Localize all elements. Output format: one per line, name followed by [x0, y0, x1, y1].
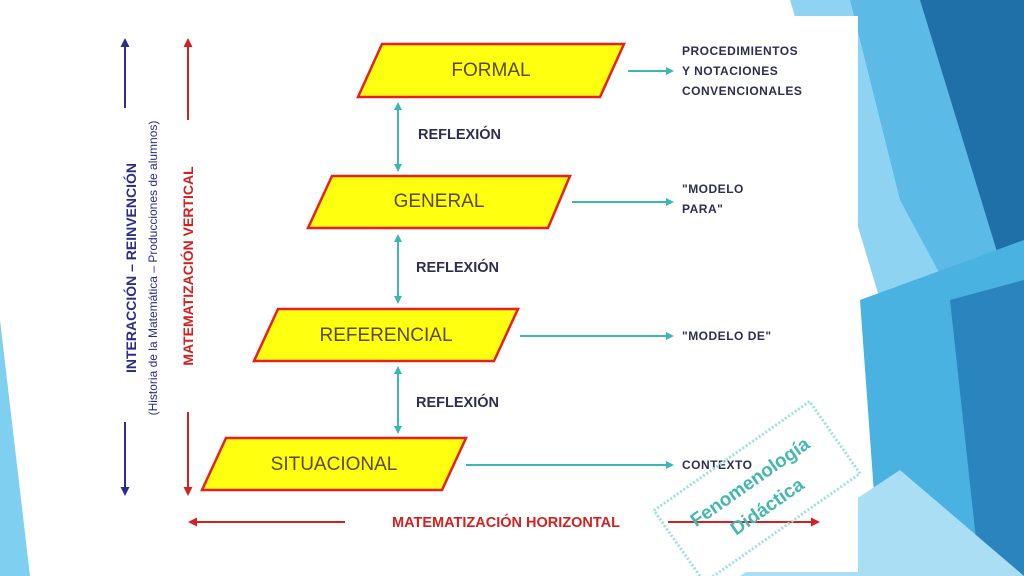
- interaction-axis: INTERACCIÓN – REINVENCIÓN (Historia de l…: [120, 38, 160, 496]
- level-label: FORMAL: [451, 60, 530, 81]
- level-situacional: SITUACIONAL: [200, 436, 468, 492]
- interaction-sublabel: (Historia de la Matemática – Produccione…: [146, 121, 160, 416]
- level-referencial: REFERENCIAL: [252, 307, 520, 363]
- reflection-3: REFLEXIÓN: [394, 366, 499, 434]
- reflection-label: REFLEXIÓN: [416, 393, 499, 411]
- output-line: PARA": [682, 202, 723, 216]
- reflection-label: REFLEXIÓN: [418, 125, 501, 143]
- vertical-mathematization-axis: MATEMATIZACIÓN VERTICAL: [179, 38, 196, 496]
- level-label: SITUACIONAL: [271, 454, 398, 475]
- output-line: "MODELO: [682, 182, 744, 196]
- reflection-2: REFLEXIÓN: [394, 234, 499, 304]
- reflection-label: REFLEXIÓN: [416, 258, 499, 276]
- output-line: Y NOTACIONES: [682, 64, 778, 78]
- output-formal: PROCEDIMIENTOS Y NOTACIONES CONVENCIONAL…: [628, 44, 802, 98]
- reflection-1: REFLEXIÓN: [394, 102, 501, 172]
- interaction-label: INTERACCIÓN – REINVENCIÓN: [122, 163, 139, 373]
- output-line: CONVENCIONALES: [682, 84, 802, 98]
- level-shape: [252, 307, 520, 363]
- level-shape: [306, 174, 572, 230]
- level-label: REFERENCIAL: [319, 325, 452, 346]
- deco-left-corner: [0, 320, 30, 576]
- vertical-mathematization-label: MATEMATIZACIÓN VERTICAL: [179, 166, 196, 366]
- level-shape: [356, 42, 626, 99]
- output-general: "MODELO PARA": [572, 182, 744, 216]
- level-general: GENERAL: [306, 174, 572, 230]
- level-formal: FORMAL: [356, 42, 626, 99]
- output-line: PROCEDIMIENTOS: [682, 44, 798, 58]
- stamp-border: [651, 399, 863, 576]
- horizontal-mathematization-label: MATEMATIZACIÓN HORIZONTAL: [392, 513, 620, 531]
- output-line: "MODELO DE": [682, 329, 772, 343]
- output-referencial: "MODELO DE": [520, 329, 772, 343]
- deco-dark-lower: [950, 280, 1024, 576]
- level-label: GENERAL: [394, 191, 485, 212]
- level-shape: [200, 436, 468, 492]
